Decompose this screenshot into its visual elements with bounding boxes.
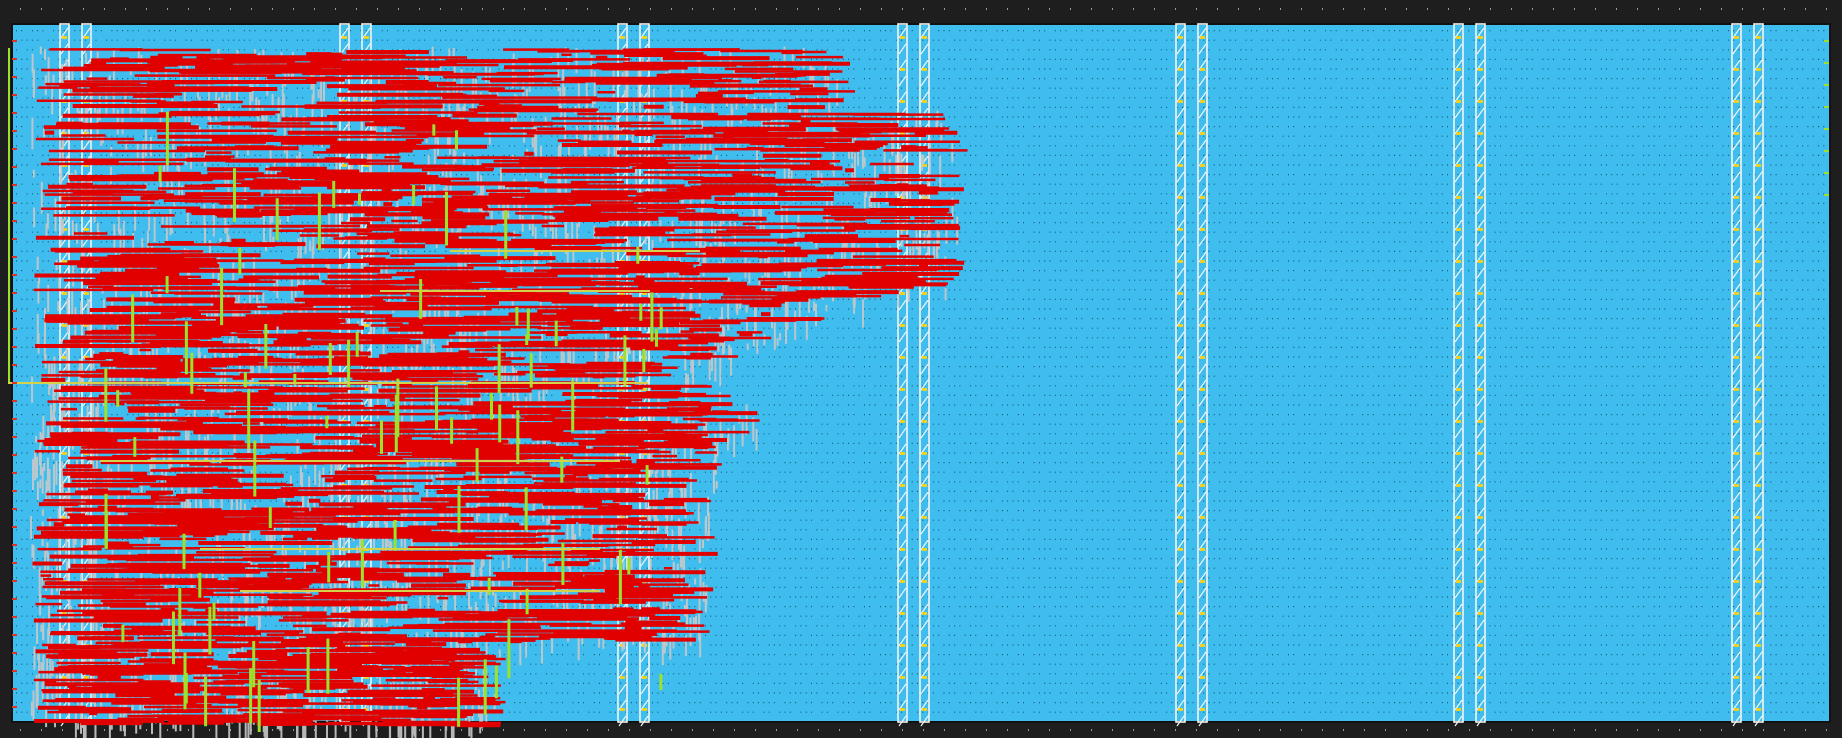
clock-tree-routes [8, 48, 700, 732]
power-strap [1753, 23, 1764, 727]
power-strap [1453, 23, 1464, 727]
power-strap [1197, 23, 1208, 727]
power-strap [1731, 23, 1742, 727]
power-strap [1475, 23, 1486, 727]
power-strap [1175, 23, 1186, 727]
clock-spine-left [8, 48, 10, 382]
clock-vertical-segments [104, 111, 663, 732]
